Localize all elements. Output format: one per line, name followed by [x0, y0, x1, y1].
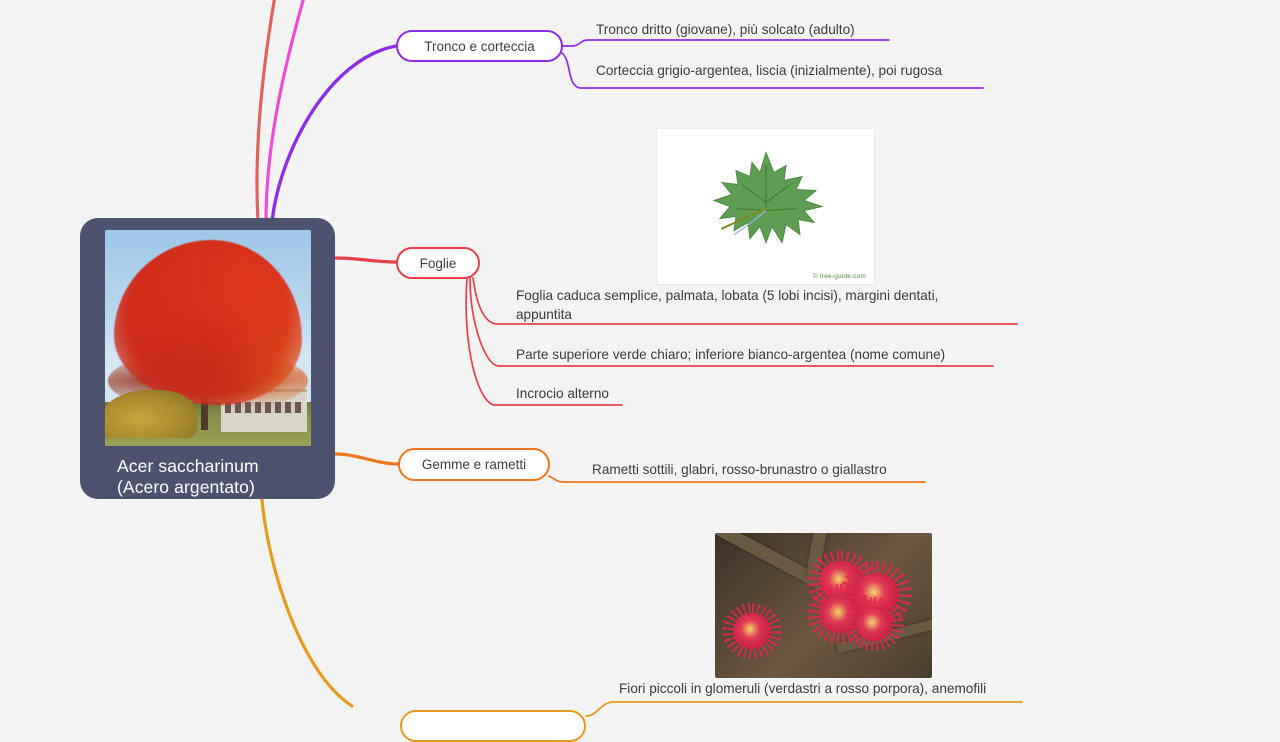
- leaf-node-foglie-1[interactable]: Foglia caduca semplice, palmata, lobata …: [516, 286, 996, 324]
- leaf-node-foglie-2[interactable]: Parte superiore verde chiaro; inferiore …: [516, 345, 1006, 364]
- branch-label-tronco: Tronco e corteccia: [424, 38, 535, 54]
- leaf-node-fiori-1[interactable]: Fiori piccoli in glomeruli (verdastri a …: [619, 679, 1039, 698]
- leaf-node-tronco-2[interactable]: Corteccia grigio-argentea, liscia (inizi…: [596, 61, 1026, 80]
- branch-connector-foglie: [334, 256, 398, 264]
- leaf-text: Parte superiore verde chiaro; inferiore …: [516, 347, 946, 362]
- leaf-node-tronco-1[interactable]: Tronco dritto (giovane), più solcato (ad…: [596, 20, 1016, 39]
- leaf-node-gemme-1[interactable]: Rametti sottili, glabri, rosso-brunastro…: [592, 460, 992, 479]
- central-title-line2: (Acero argentato): [117, 477, 255, 497]
- maple-flower-photo: [715, 533, 932, 678]
- branch-node-tronco[interactable]: Tronco e corteccia: [396, 30, 563, 62]
- branch-label-foglie: Foglie: [419, 255, 457, 271]
- red-autumn-maple-tree-photo: [104, 230, 311, 446]
- central-node[interactable]: Acer saccharinum (Acero argentato): [80, 218, 335, 499]
- mindmap-canvas: Acer saccharinum (Acero argentato) Tronc…: [0, 0, 1280, 720]
- branch-node-gemme[interactable]: Gemme e rametti: [398, 448, 550, 481]
- leaf-text: Incrocio alterno: [516, 386, 609, 401]
- branch-connector-tronco: [270, 44, 398, 224]
- salmon-branch-connector: [255, 0, 276, 224]
- leaf-text: Rametti sottili, glabri, rosso-brunastro…: [592, 462, 887, 477]
- leaf-photo-credit: © tree-guide.com: [812, 273, 866, 280]
- leaf-text: Corteccia grigio-argentea, liscia (inizi…: [596, 63, 943, 78]
- leaf-text: Foglia caduca semplice, palmata, lobata …: [516, 288, 939, 322]
- central-title-line1: Acer saccharinum: [117, 456, 259, 476]
- child-connector-fiori-1: [585, 701, 1023, 717]
- pink-branch-connector: [264, 0, 305, 224]
- page-title: Acer saccharinum (Acero argentato): [92, 446, 323, 498]
- branch-label-gemme: Gemme e rametti: [421, 457, 527, 472]
- branch-connector-gemme: [334, 452, 400, 466]
- maple-leaf-photo: © tree-guide.com: [656, 128, 875, 285]
- leaf-text: Tronco dritto (giovane), più solcato (ad…: [596, 22, 855, 37]
- branch-connector-fiori: [260, 498, 354, 708]
- branch-node-fiori[interactable]: [400, 710, 586, 742]
- leaf-node-foglie-3[interactable]: Incrocio alterno: [516, 384, 816, 403]
- child-connector-tronco-1: [561, 39, 890, 47]
- branch-node-foglie[interactable]: Foglie: [396, 247, 480, 279]
- leaf-text: Fiori piccoli in glomeruli (verdastri a …: [619, 681, 987, 696]
- maple-leaf-illustration: [712, 150, 824, 244]
